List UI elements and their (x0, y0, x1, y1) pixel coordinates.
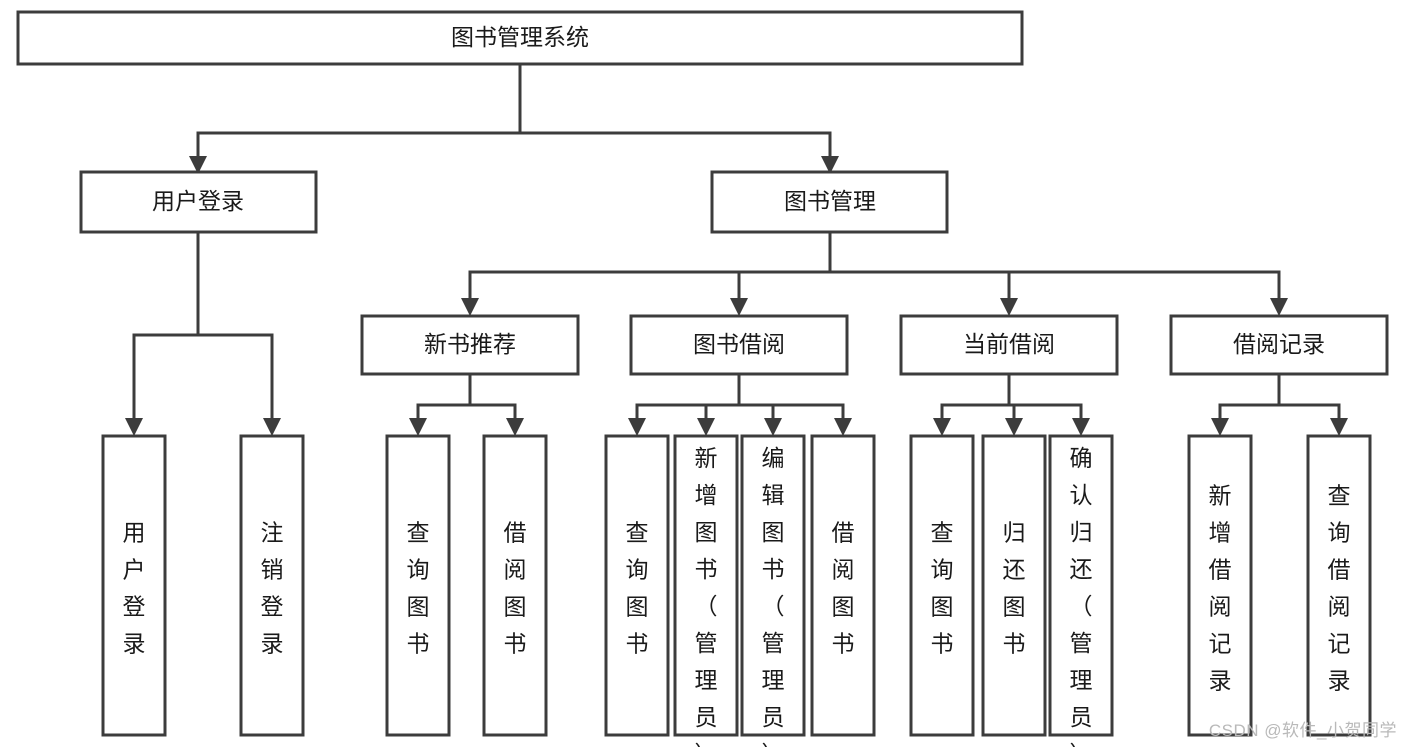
node-leaf-edit-book[interactable]: 编辑图书（管理员） (740, 434, 806, 747)
arrow-head-icon (1211, 418, 1229, 436)
node-leaf-logout-label: 注销登录 (261, 519, 284, 656)
node-leaf-user-login-label: 用户登录 (123, 519, 146, 656)
node-leaf-logout[interactable]: 注销登录 (239, 434, 305, 737)
edge-borrowrecord-to-leaves (1211, 372, 1348, 436)
arrow-head-icon (125, 418, 143, 436)
node-current-borrow[interactable]: 当前借阅 (899, 314, 1119, 376)
arrow-head-icon (461, 298, 479, 316)
arrow-head-icon (628, 418, 646, 436)
node-leaf-add-record-box[interactable] (1187, 434, 1253, 737)
node-leaf-user-login[interactable]: 用户登录 (101, 434, 167, 737)
node-leaf-query-book-3[interactable]: 查询图书 (909, 434, 975, 737)
connector-layer (125, 62, 1348, 436)
node-new-book-rec-label: 新书推荐 (424, 331, 516, 357)
node-leaf-add-record-label: 新增借阅记录 (1209, 482, 1232, 693)
node-book-manage[interactable]: 图书管理 (710, 170, 949, 234)
arrow-head-icon (189, 156, 207, 174)
arrow-head-icon (834, 418, 852, 436)
node-user-login-box[interactable] (79, 170, 318, 234)
node-leaf-borrow-book-1-label: 借阅图书 (504, 519, 527, 656)
node-leaf-return-book-box[interactable] (981, 434, 1047, 737)
arrow-head-icon (1005, 418, 1023, 436)
arrow-head-icon (730, 298, 748, 316)
node-leaf-query-book-1-label: 查询图书 (407, 519, 430, 656)
edge-newbookrec-to-leaves (409, 372, 524, 436)
node-leaf-logout-box[interactable] (239, 434, 305, 737)
arrow-head-icon (506, 418, 524, 436)
node-leaf-borrow-book-2[interactable]: 借阅图书 (810, 434, 876, 737)
node-user-login[interactable]: 用户登录 (79, 170, 318, 234)
arrow-head-icon (1270, 298, 1288, 316)
node-leaf-query-book-2-box[interactable] (604, 434, 670, 737)
node-leaf-user-login-box[interactable] (101, 434, 167, 737)
node-leaf-query-record-box[interactable] (1306, 434, 1372, 737)
node-root-box[interactable] (16, 10, 1024, 66)
arrow-head-icon (1000, 298, 1018, 316)
node-leaf-confirm-return-box[interactable] (1048, 434, 1114, 737)
node-leaf-query-book-3-label: 查询图书 (931, 519, 954, 656)
node-new-book-rec-box[interactable] (360, 314, 580, 376)
arrow-head-icon (1330, 418, 1348, 436)
node-leaf-confirm-return[interactable]: 确认归还（管理员） (1048, 434, 1114, 747)
edge-currentborrow-to-leaves (933, 372, 1090, 436)
node-book-manage-label: 图书管理 (784, 188, 876, 214)
node-leaf-borrow-book-1-box[interactable] (482, 434, 548, 737)
arrow-head-icon (821, 156, 839, 174)
node-leaf-query-record-label: 查询借阅记录 (1328, 482, 1351, 693)
node-leaf-add-book-box[interactable] (673, 434, 739, 737)
node-book-borrow-label: 图书借阅 (693, 331, 785, 357)
node-leaf-borrow-book-2-box[interactable] (810, 434, 876, 737)
node-user-login-label: 用户登录 (152, 188, 244, 214)
edge-root-to-level1 (189, 62, 839, 174)
node-current-borrow-label: 当前借阅 (963, 331, 1055, 357)
arrow-head-icon (764, 418, 782, 436)
edge-bookmanage-to-level2 (461, 230, 1288, 316)
node-leaf-add-book-label: 新增图书（管理员） (695, 445, 718, 747)
edge-bookborrow-to-leaves (628, 372, 852, 436)
node-leaf-borrow-book-2-label: 借阅图书 (832, 519, 855, 656)
node-root[interactable]: 图书管理系统 (16, 10, 1024, 66)
node-book-borrow[interactable]: 图书借阅 (629, 314, 849, 376)
node-current-borrow-box[interactable] (899, 314, 1119, 376)
node-leaf-add-record[interactable]: 新增借阅记录 (1187, 434, 1253, 737)
node-borrow-record[interactable]: 借阅记录 (1169, 314, 1389, 376)
node-borrow-record-box[interactable] (1169, 314, 1389, 376)
arrow-head-icon (1072, 418, 1090, 436)
node-leaf-confirm-return-label: 确认归还（管理员） (1070, 445, 1093, 747)
node-new-book-rec[interactable]: 新书推荐 (360, 314, 580, 376)
node-leaf-query-book-2-label: 查询图书 (626, 519, 649, 656)
node-leaf-edit-book-box[interactable] (740, 434, 806, 737)
edge-userlogin-to-leaves (125, 230, 281, 436)
node-leaf-return-book-label: 归还图书 (1003, 519, 1026, 656)
arrow-head-icon (933, 418, 951, 436)
node-borrow-record-label: 借阅记录 (1233, 331, 1325, 357)
node-book-borrow-box[interactable] (629, 314, 849, 376)
node-leaf-return-book[interactable]: 归还图书 (981, 434, 1047, 737)
node-leaf-query-book-2[interactable]: 查询图书 (604, 434, 670, 737)
node-leaf-add-book[interactable]: 新增图书（管理员） (673, 434, 739, 747)
node-book-manage-box[interactable] (710, 170, 949, 234)
arrow-head-icon (697, 418, 715, 436)
node-leaf-edit-book-label: 编辑图书（管理员） (762, 445, 785, 747)
node-leaf-query-book-1[interactable]: 查询图书 (385, 434, 451, 737)
node-leaf-query-book-3-box[interactable] (909, 434, 975, 737)
node-leaf-query-record[interactable]: 查询借阅记录 (1306, 434, 1372, 737)
arrow-head-icon (409, 418, 427, 436)
node-leaf-query-book-1-box[interactable] (385, 434, 451, 737)
node-root-label: 图书管理系统 (451, 24, 589, 50)
node-leaf-borrow-book-1[interactable]: 借阅图书 (482, 434, 548, 737)
arrow-head-icon (263, 418, 281, 436)
leaf-node-layer: 用户登录 注销登录 查询图书 借阅图书 查询图书 新增图书（管理员） 编辑图书（管理员） 借阅… (101, 434, 1372, 747)
